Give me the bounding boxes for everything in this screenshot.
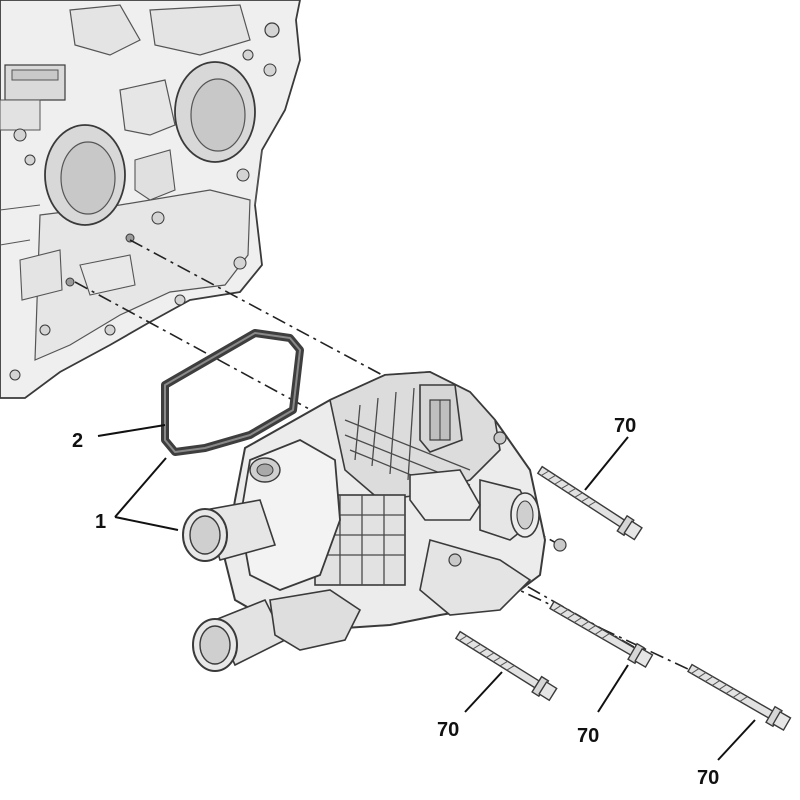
bolt-lower-left <box>454 630 558 702</box>
callout-bolt-upper: 70 <box>614 415 636 437</box>
callout-bolt-lower-mid: 70 <box>577 725 599 747</box>
callout-housing: 1 <box>95 511 106 533</box>
callout-bolt-lower-left: 70 <box>437 719 459 741</box>
leader-lines <box>97 424 756 761</box>
callout-gasket: 2 <box>72 430 83 452</box>
bolt-lower-right <box>687 663 792 732</box>
callout-bolt-lower-right: 70 <box>697 767 719 789</box>
thermostat-housing <box>182 370 567 672</box>
bolt-lower-mid <box>549 600 654 669</box>
bolt-upper <box>536 465 643 541</box>
gasket <box>161 329 304 456</box>
engine-block <box>0 0 301 399</box>
